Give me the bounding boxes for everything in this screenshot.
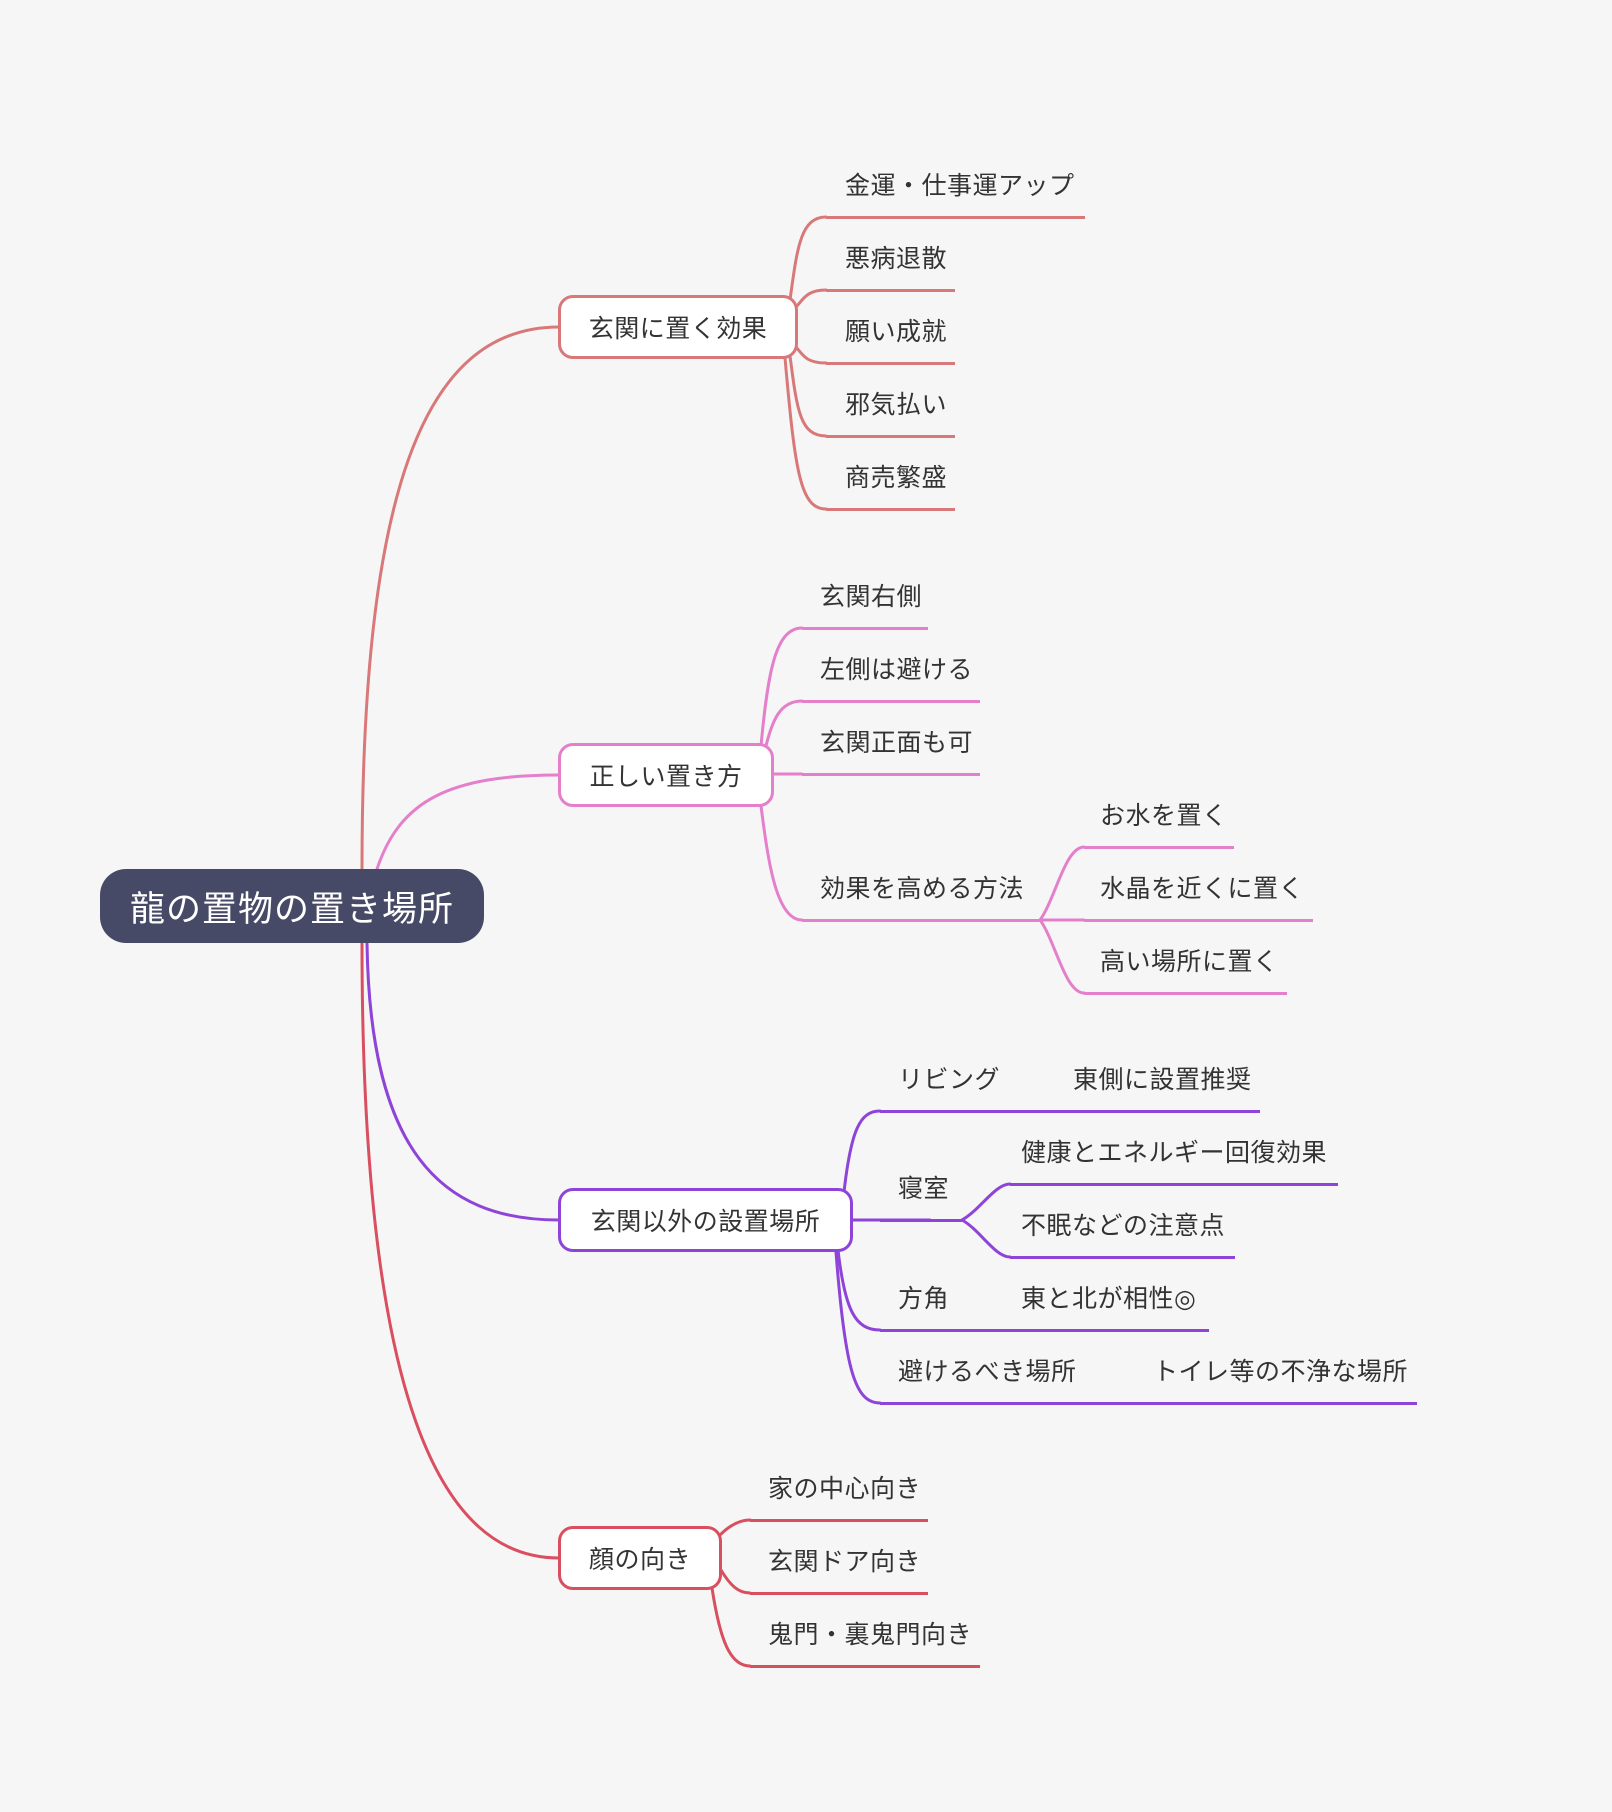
leaf-house-center[interactable]: 家の中心向き: [768, 1474, 922, 1503]
leaf-avoid-left[interactable]: 左側は避ける: [820, 655, 974, 684]
edge-face-3: [710, 1586, 752, 1668]
edge-effect-3: [794, 345, 828, 365]
edge-placement-1: [759, 626, 804, 748]
edge-bedroom-1: [960, 1182, 1012, 1222]
leaf-underline: [802, 919, 1040, 922]
topic-other-locations[interactable]: 玄関以外の設置場所: [558, 1188, 853, 1252]
edge-root-placement: [375, 773, 561, 871]
edge-root-face: [360, 941, 561, 1560]
topic-correct-placement[interactable]: 正しい置き方: [558, 743, 774, 807]
leaf-underline: [880, 1402, 1417, 1405]
leaf-underline: [750, 1519, 928, 1522]
leaf-underline: [826, 508, 955, 511]
leaf-east-north[interactable]: 東と北が相性◎: [1021, 1284, 1197, 1313]
leaf-money-luck[interactable]: 金運・仕事運アップ: [845, 171, 1075, 200]
central-topic[interactable]: 龍の置物の置き場所: [100, 869, 484, 943]
topic-face-direction[interactable]: 顔の向き: [558, 1526, 722, 1590]
edge-methods-1: [1038, 845, 1086, 922]
leaf-direction[interactable]: 方角: [898, 1284, 950, 1313]
leaf-underline: [826, 289, 955, 292]
leaf-kimon[interactable]: 鬼門・裏鬼門向き: [768, 1620, 973, 1649]
edge-effect-1: [788, 215, 828, 302]
leaf-dispel-evil[interactable]: 邪気払い: [845, 390, 948, 419]
leaf-underline: [826, 216, 1085, 219]
leaf-underline: [1084, 846, 1234, 849]
leaf-living-room[interactable]: リビング: [898, 1065, 1001, 1094]
leaf-underline: [750, 1592, 928, 1595]
leaf-underline: [750, 1665, 980, 1668]
leaf-underline: [880, 1219, 962, 1222]
topic-entrance-effects[interactable]: 玄関に置く効果: [558, 295, 798, 359]
edge-bedroom-2: [960, 1218, 1012, 1259]
leaf-health-energy[interactable]: 健康とエネルギー回復効果: [1021, 1138, 1328, 1167]
leaf-impure-places[interactable]: トイレ等の不浄な場所: [1153, 1357, 1409, 1386]
leaf-ward-illness[interactable]: 悪病退散: [845, 244, 948, 273]
leaf-underline: [802, 700, 980, 703]
leaf-enhance-methods[interactable]: 効果を高める方法: [820, 874, 1025, 903]
leaf-entrance-door[interactable]: 玄関ドア向き: [768, 1547, 922, 1576]
edge-face-1: [718, 1518, 752, 1537]
leaf-underline: [1084, 919, 1313, 922]
leaf-high-place[interactable]: 高い場所に置く: [1100, 947, 1279, 976]
leaf-underline: [802, 773, 980, 776]
leaf-bedroom[interactable]: 寝室: [898, 1174, 950, 1203]
leaf-place-water[interactable]: お水を置く: [1100, 801, 1228, 830]
leaf-wish-fulfillment[interactable]: 願い成就: [845, 317, 948, 346]
leaf-insomnia-caution[interactable]: 不眠などの注意点: [1021, 1211, 1226, 1240]
leaf-underline: [880, 1329, 1209, 1332]
edge-root-other: [365, 941, 561, 1222]
leaf-underline: [1010, 1183, 1338, 1186]
edge-other-1: [842, 1109, 882, 1194]
edge-face-2: [719, 1568, 752, 1595]
edge-effect-5: [783, 356, 828, 511]
edge-effect-2: [794, 288, 828, 309]
leaf-underline: [1010, 1256, 1235, 1259]
leaf-underline: [1084, 992, 1287, 995]
edge-other-3: [836, 1248, 882, 1332]
leaf-crystal-nearby[interactable]: 水晶を近くに置く: [1100, 874, 1305, 903]
leaf-places-to-avoid[interactable]: 避けるべき場所: [898, 1357, 1077, 1386]
edge-methods-3: [1038, 918, 1086, 995]
edge-placement-4: [759, 804, 804, 922]
leaf-entrance-right[interactable]: 玄関右側: [820, 582, 923, 611]
leaf-business-prosperity[interactable]: 商売繁盛: [845, 463, 948, 492]
leaf-front-ok[interactable]: 玄関正面も可: [820, 728, 974, 757]
edge-root-effect: [360, 325, 561, 871]
leaf-underline: [826, 435, 955, 438]
leaf-underline: [826, 362, 955, 365]
edge-effect-4: [788, 354, 828, 438]
leaf-underline: [802, 627, 928, 630]
edge-other-4: [834, 1250, 882, 1405]
leaf-east-side[interactable]: 東側に設置推奨: [1073, 1065, 1252, 1094]
edge-placement-2: [763, 699, 804, 752]
leaf-underline: [880, 1110, 1260, 1113]
